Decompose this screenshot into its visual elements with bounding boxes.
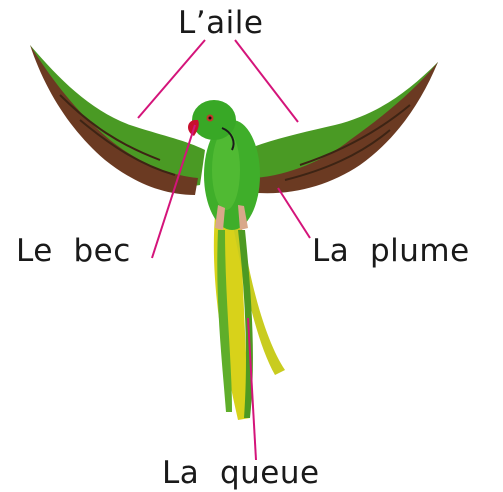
tail [214, 215, 285, 420]
leader-line-feather [278, 188, 310, 238]
right-wing [245, 62, 438, 193]
label-beak: Le bec [16, 236, 131, 267]
label-wing: L’aile [178, 8, 263, 39]
leader-line-wing-right [235, 40, 298, 122]
label-tail: La queue [162, 458, 320, 489]
label-feather: La plume [312, 236, 470, 267]
leader-line-wing-left [138, 40, 205, 118]
